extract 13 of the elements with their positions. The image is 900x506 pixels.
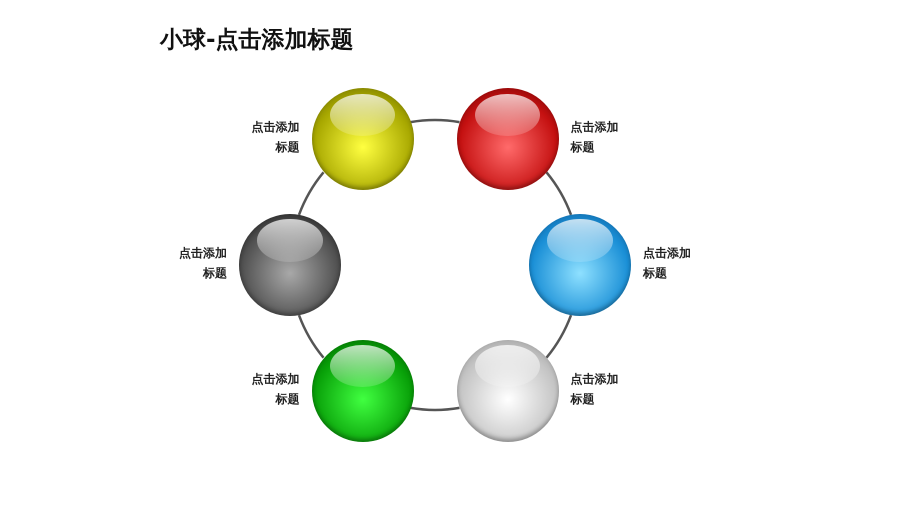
sphere-label: 点击添加标题	[250, 119, 300, 156]
sphere-label: 点击添加标题	[570, 119, 620, 156]
ring-arc	[298, 314, 324, 358]
title: 小球-点击添加标题	[160, 26, 354, 55]
ring-arc	[410, 406, 460, 412]
sphere-label: 点击添加标题	[643, 245, 692, 282]
sphere-label: 点击添加标题	[250, 370, 300, 408]
ring-arc	[298, 172, 324, 216]
ring-arc	[546, 314, 572, 358]
sphere-label: 点击添加标题	[178, 245, 227, 282]
ring-arc	[410, 118, 460, 124]
ring-arc	[546, 172, 572, 216]
sphere-label: 点击添加标题	[570, 370, 620, 408]
